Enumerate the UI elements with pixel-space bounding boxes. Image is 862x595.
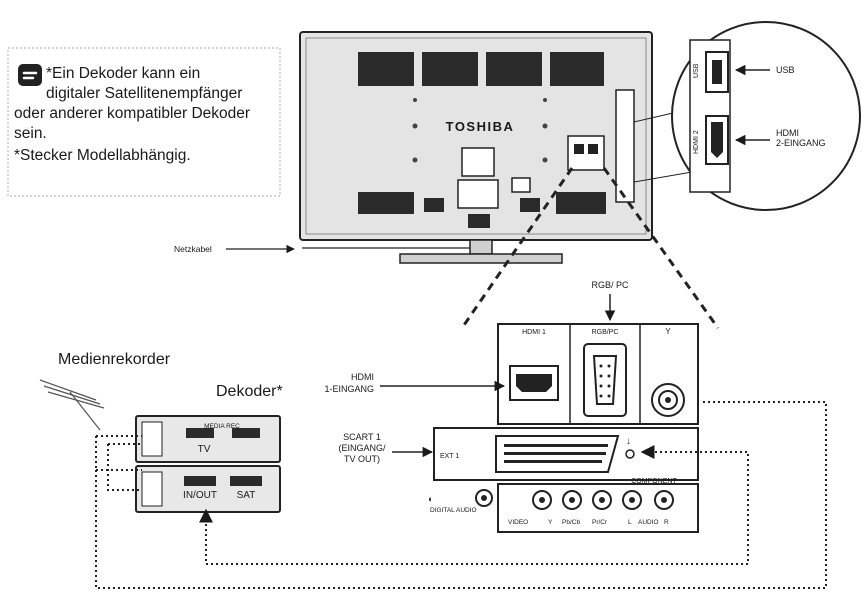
- scart-1-callout-line3: TV OUT): [344, 454, 380, 464]
- tv-back-view: TOSHIBA: [299, 31, 653, 264]
- connection-cables: [95, 401, 827, 589]
- hdmi-2-port: [705, 115, 729, 165]
- media-recorder-group: Medienrekorder: [39, 351, 171, 431]
- pr-label: Pr/Cr: [592, 519, 608, 526]
- rear-panel-zoom: RGB/ PC HDMI 1 RGB/PC Y: [324, 280, 699, 533]
- decoder-label: Dekoder*: [216, 383, 283, 400]
- pb-label: Pb/Cb: [562, 519, 580, 526]
- audio-label: AUDIO: [638, 519, 659, 526]
- note-line-2: digitaler Satellitenempfänger: [46, 85, 242, 102]
- usb-callout: USB: [776, 65, 795, 75]
- hdmi-1-port: [509, 365, 559, 401]
- recorder-box-label1: MEDIA REC: [204, 423, 240, 430]
- scart-port: [495, 435, 620, 473]
- side-panel-zoom: USB HDMI 2 USB HDMI 2-EINGANG: [633, 21, 861, 211]
- antenna-port: [651, 383, 685, 417]
- pointing-hand-icon: [18, 64, 42, 86]
- decoder-box-label2: SAT: [237, 490, 256, 501]
- note-line-3: oder anderer kompatibler Dekoder: [14, 105, 250, 122]
- usb-port: [705, 51, 729, 93]
- audio-r-label: R: [664, 519, 669, 526]
- power-cable-label: Netzkabel: [174, 244, 212, 254]
- recorder-box-label2: TV: [198, 444, 211, 455]
- note-line-5: *Stecker Modellabhängig.: [14, 147, 191, 164]
- component-label: COMPONENT: [631, 478, 677, 485]
- recorder-box: MEDIA REC TV: [135, 415, 281, 463]
- usb-port-label: USB: [693, 63, 700, 78]
- note-line-1: *Ein Dekoder kann ein: [46, 65, 200, 82]
- rgb-pc-port: [583, 343, 627, 417]
- power-cable: Netzkabel: [174, 244, 470, 254]
- info-icon: ↓: [626, 436, 631, 447]
- decoder-box: IN/OUT SAT: [135, 465, 281, 513]
- hdmi-2-port-label: HDMI 2: [693, 130, 700, 154]
- scart-1-callout-line1: SCART 1: [343, 432, 381, 442]
- media-recorder-label: Medienrekorder: [58, 351, 171, 368]
- scart-1-callout-line2: (EINGANG/: [338, 443, 386, 453]
- tv-brand-logo: TOSHIBA: [446, 119, 515, 134]
- hdmi-1-port-label: HDMI 1: [522, 329, 546, 336]
- note-box: *Ein Dekoder kann ein digitaler Satellit…: [7, 47, 281, 197]
- digital-audio-port: [475, 489, 493, 507]
- antenna-port-label: Y: [665, 327, 671, 336]
- audio-l-label: L: [628, 519, 632, 526]
- hdmi-1-callout-line1: HDMI: [351, 372, 374, 382]
- scart-port-label: EXT 1: [440, 453, 459, 460]
- y-label: Y: [548, 519, 553, 526]
- optical-icon: ◐: [428, 494, 433, 504]
- vent-grille: [358, 52, 606, 214]
- antenna-icon: [39, 379, 105, 431]
- decoder-box-label1: IN/OUT: [183, 490, 217, 501]
- note-line-4: sein.: [14, 125, 47, 142]
- rgb-pc-top-label: RGB/ PC: [591, 280, 629, 290]
- rgb-pc-port-label: RGB/PC: [592, 329, 619, 336]
- video-label: VIDEO: [508, 519, 528, 526]
- digital-audio-label: DIGITAL AUDIO: [430, 507, 477, 514]
- hdmi-2-callout-line1: HDMI: [776, 128, 799, 138]
- hdmi-1-callout-line2: 1-EINGANG: [324, 384, 374, 394]
- hdmi-2-callout-line2: 2-EINGANG: [776, 138, 826, 148]
